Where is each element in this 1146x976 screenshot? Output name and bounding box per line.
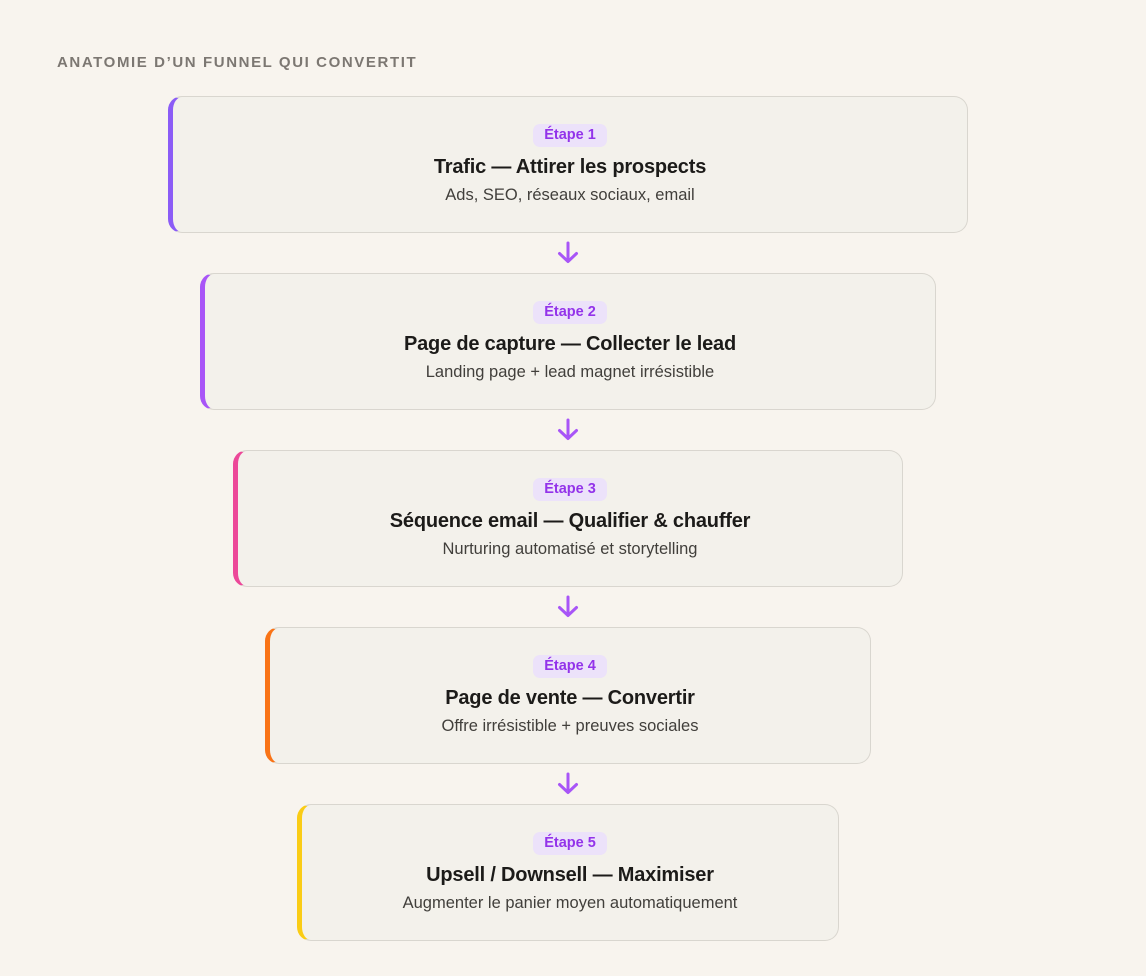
step-subtitle: Offre irrésistible + preuves sociales — [441, 717, 699, 736]
funnel-step-card-4: Étape 4 Page de vente — Convertir Offre … — [265, 627, 871, 764]
arrow-row — [553, 587, 583, 627]
funnel-step-card-2: Étape 2 Page de capture — Collecter le l… — [200, 273, 936, 410]
funnel-step-card-1: Étape 1 Trafic — Attirer les prospects A… — [168, 96, 968, 233]
down-arrow-icon — [558, 241, 578, 263]
down-arrow-icon — [558, 772, 578, 794]
step-badge: Étape 2 — [533, 300, 607, 325]
page-title: ANATOMIE D’UN FUNNEL QUI CONVERTIT — [57, 54, 418, 72]
step-title: Page de capture — Collecter le lead — [403, 333, 736, 356]
arrow-row — [553, 764, 583, 804]
funnel-stack: Étape 1 Trafic — Attirer les prospects A… — [0, 96, 1141, 941]
step-title: Séquence email — Qualifier & chauffer — [389, 510, 751, 533]
step-badge: Étape 4 — [533, 654, 607, 679]
step-title: Page de vente — Convertir — [445, 687, 695, 710]
funnel-step-card-5: Étape 5 Upsell / Downsell — Maximiser Au… — [297, 804, 839, 941]
step-subtitle: Augmenter le panier moyen automatiquemen… — [402, 894, 738, 913]
step-subtitle: Nurturing automatisé et storytelling — [442, 540, 698, 559]
step-badge: Étape 5 — [533, 831, 607, 856]
down-arrow-icon — [558, 418, 578, 440]
step-title: Trafic — Attirer les prospects — [433, 156, 707, 179]
arrow-row — [553, 410, 583, 450]
funnel-step-card-3: Étape 3 Séquence email — Qualifier & cha… — [233, 450, 903, 587]
down-arrow-icon — [558, 595, 578, 617]
step-badge: Étape 1 — [533, 123, 607, 148]
step-subtitle: Ads, SEO, réseaux sociaux, email — [445, 186, 695, 205]
step-badge: Étape 3 — [533, 477, 607, 502]
arrow-row — [553, 233, 583, 273]
step-subtitle: Landing page + lead magnet irrésistible — [425, 363, 715, 382]
step-title: Upsell / Downsell — Maximiser — [426, 864, 714, 887]
